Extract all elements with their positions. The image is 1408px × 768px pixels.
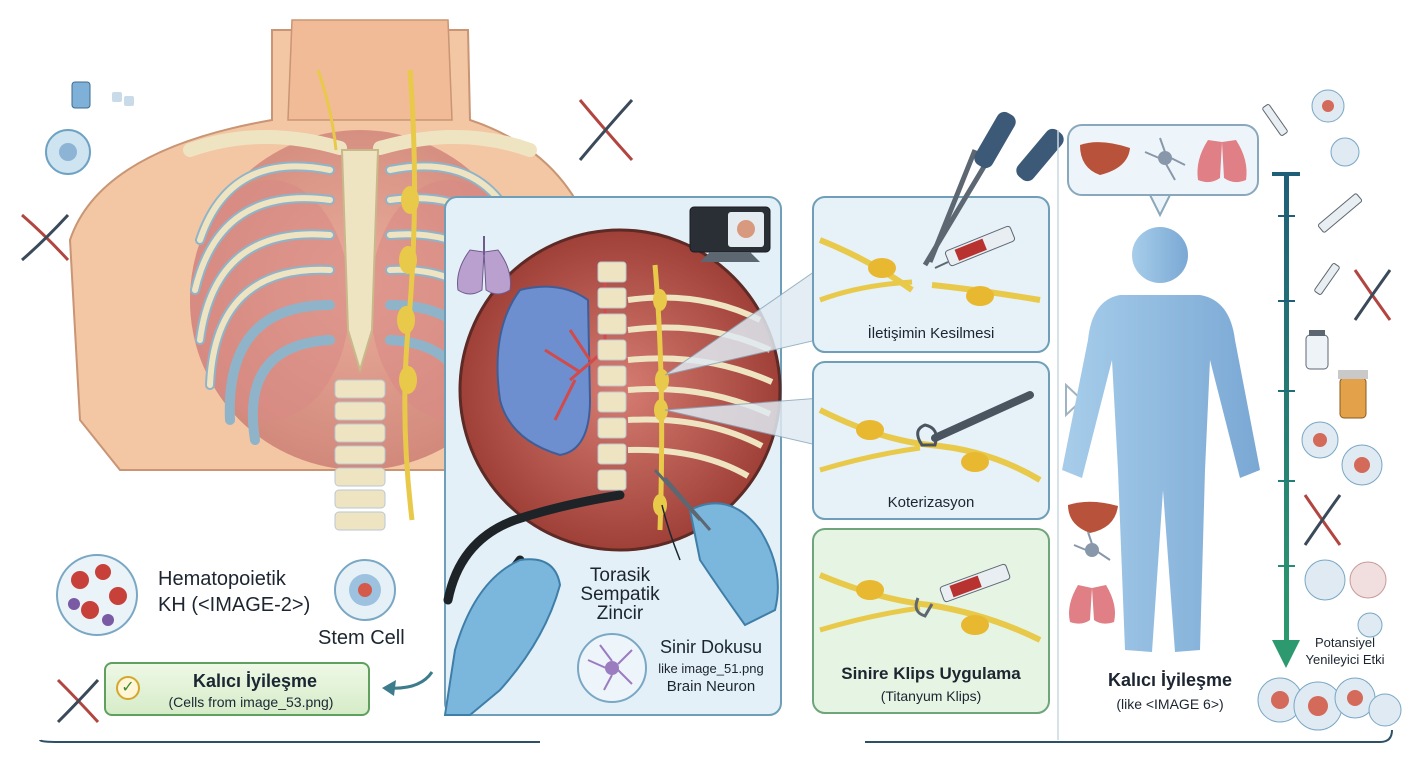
sternum bbox=[340, 149, 380, 374]
leader-line bbox=[661, 504, 681, 561]
stage2-label: Koterizasyon bbox=[887, 494, 975, 511]
stage3-subtitle: (Titanyum Klips) bbox=[880, 688, 982, 704]
vial-icon bbox=[1305, 330, 1329, 370]
potential-label-line2: Yenileyici Etki bbox=[1305, 652, 1385, 667]
bottom-baseline-left bbox=[39, 739, 540, 743]
nerve-tissue-title: Sinir Dokusu bbox=[659, 637, 763, 657]
dna-icon bbox=[1303, 494, 1342, 546]
stage-panel-3 bbox=[812, 528, 1050, 714]
dna-icon bbox=[578, 98, 634, 162]
dna-icon bbox=[56, 678, 100, 724]
recovery-title: Kalıcı İyileşme bbox=[192, 671, 318, 691]
cautery-probe-icon bbox=[916, 391, 1034, 447]
sympathetic-chain-left bbox=[316, 69, 419, 521]
chain-label-line1: Torasik bbox=[589, 565, 651, 586]
dna-icon bbox=[1353, 269, 1392, 321]
lung-illustration bbox=[496, 285, 592, 457]
chevron-right-icon bbox=[1065, 382, 1084, 418]
syringe-icon bbox=[1262, 104, 1288, 136]
hematopoietic-label-line2: KH (<IMAGE-2>) bbox=[158, 594, 311, 616]
hematopoietic-label-line1: Hematopoietik bbox=[158, 568, 286, 590]
lungs-icon bbox=[1197, 140, 1247, 183]
pill-bottle-icon bbox=[1338, 370, 1368, 419]
scissors-icon bbox=[922, 111, 1064, 267]
chain-label: Torasik Sempatik Zincir bbox=[560, 566, 680, 623]
nerve-tissue-ref: like image_51.png bbox=[658, 661, 764, 676]
monitor-icon bbox=[689, 206, 771, 262]
liver-icon bbox=[1080, 142, 1130, 175]
cell-icon bbox=[1304, 559, 1387, 638]
neuron-icon bbox=[1073, 531, 1111, 561]
cell-icon bbox=[1311, 89, 1360, 167]
neuron-icon bbox=[577, 633, 647, 703]
stage-panel-2 bbox=[812, 361, 1050, 520]
cell-icon bbox=[1301, 421, 1383, 486]
potential-label-line1: Potansiyel bbox=[1315, 635, 1375, 650]
syringe-icon bbox=[934, 225, 1016, 269]
clip-icon bbox=[914, 597, 934, 618]
lungs-icon bbox=[1069, 585, 1115, 624]
body-recovery-subtitle: (like <IMAGE 6>) bbox=[1116, 696, 1224, 712]
spine-in-circle bbox=[597, 261, 627, 491]
spine bbox=[334, 379, 386, 531]
cell-icon bbox=[45, 129, 91, 175]
body-recovery-title: Kalıcı İyileşme bbox=[1107, 670, 1233, 690]
sympathetic-chain-circle bbox=[652, 264, 669, 531]
syringe-icon bbox=[1317, 193, 1363, 233]
chain-label-line2: Sempatik bbox=[580, 584, 660, 605]
bottom-baseline-right bbox=[865, 729, 1393, 743]
regenerative-cell-cluster bbox=[1257, 677, 1402, 731]
check-icon: ✓ bbox=[116, 676, 140, 700]
body-silhouette bbox=[1062, 227, 1260, 652]
scissors-instrument bbox=[653, 468, 712, 531]
stem-cell-icon bbox=[334, 559, 396, 621]
syringe-icon bbox=[1314, 263, 1340, 295]
stem-cell-label: Stem Cell bbox=[318, 627, 405, 649]
dna-icon bbox=[21, 213, 70, 262]
stage3-title: Sinire Klips Uygulama bbox=[841, 664, 1021, 683]
hematopoietic-label: Hematopoietik KH (<IMAGE-2>) bbox=[158, 566, 310, 618]
hematopoietic-cell-icon bbox=[56, 554, 138, 636]
timeline-arrow bbox=[1272, 172, 1300, 668]
nerve-tissue-label: Sinir Dokusu like image_51.png Brain Neu… bbox=[646, 637, 776, 695]
arrow-head bbox=[382, 680, 396, 696]
stage1-label: İletişimin Kesilmesi bbox=[867, 325, 995, 342]
liver-icon bbox=[1068, 501, 1118, 533]
recovery-subtitle: (Cells from image_53.png) bbox=[168, 694, 334, 710]
syringe-icon bbox=[939, 563, 1011, 603]
nerve-tissue-sub: Brain Neuron bbox=[666, 678, 756, 695]
neuron-icon bbox=[1144, 137, 1186, 181]
recovery-box: ✓ Kalıcı İyileşme (Cells from image_53.p… bbox=[104, 662, 370, 716]
gloved-hand-right bbox=[688, 502, 779, 627]
vial-icon bbox=[71, 81, 134, 109]
gloved-hand-left bbox=[443, 558, 562, 716]
lungs-icon bbox=[457, 236, 511, 295]
chain-label-line3: Zincir bbox=[596, 603, 644, 624]
potential-label: Potansiyel Yenileyici Etki bbox=[1290, 634, 1400, 668]
clavicles bbox=[183, 129, 537, 157]
